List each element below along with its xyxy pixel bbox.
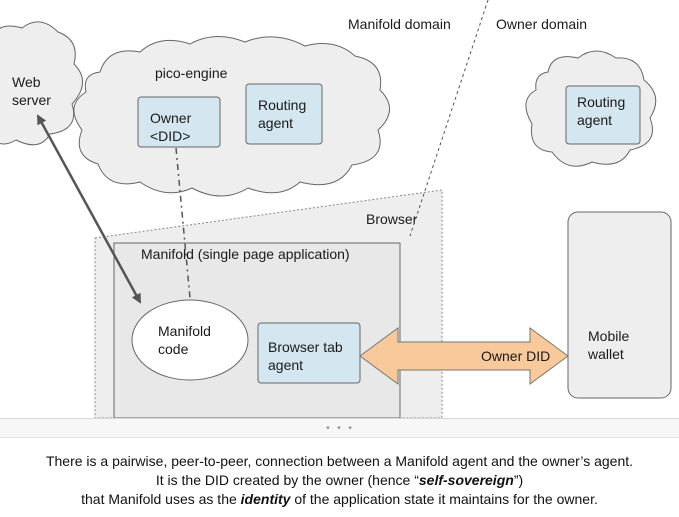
caption-emph-self-sovereign: self-sovereign xyxy=(418,472,514,488)
pico-engine-label: pico-engine xyxy=(155,65,228,81)
owner-did-agent-line1: Owner xyxy=(150,110,192,126)
owner-did-agent-line2: <DID> xyxy=(150,128,190,144)
routing-agent-pico[interactable] xyxy=(245,83,323,145)
owner-domain-label: Owner domain xyxy=(496,16,587,32)
caption-emph-identity: identity xyxy=(240,491,291,507)
pico-engine-cloud xyxy=(73,36,390,197)
mobile-wallet-line1: Mobile xyxy=(588,328,629,344)
routing-agent-owner[interactable] xyxy=(565,85,641,145)
owner-did-connection-label: Owner DID xyxy=(481,348,550,364)
mobile-wallet-line2: wallet xyxy=(587,346,624,362)
routing-agent-pico-line1: Routing xyxy=(258,97,306,113)
caption-line2-suffix: ”) xyxy=(513,472,524,488)
web-server-cloud xyxy=(0,21,83,146)
browser-tab-agent[interactable] xyxy=(257,322,361,384)
mobile-wallet[interactable] xyxy=(567,211,672,399)
routing-agent-owner-line2: agent xyxy=(577,112,612,128)
web-server-label-line1: Web xyxy=(12,74,41,90)
browser-label: Browser xyxy=(366,211,418,227)
caption: There is a pairwise, peer-to-peer, conne… xyxy=(0,452,679,509)
panel-divider[interactable]: • • • xyxy=(0,418,679,438)
routing-agent-pico-line2: agent xyxy=(258,115,293,131)
browser-tab-agent-line2: agent xyxy=(268,357,303,373)
web-server-label-line2: server xyxy=(12,92,51,108)
architecture-diagram: Browser Manifold domain Owner domain Web… xyxy=(0,0,672,419)
manifold-code-line2: code xyxy=(158,341,189,357)
web-server-code-arrow xyxy=(36,114,142,304)
manifold-code[interactable] xyxy=(131,299,249,381)
owner-to-code-connector xyxy=(175,147,191,299)
manifold-domain-label: Manifold domain xyxy=(348,16,451,32)
caption-line3-prefix: that Manifold uses as the xyxy=(81,491,241,507)
spa-label: Manifold (single page application) xyxy=(141,246,350,262)
caption-line1: There is a pairwise, peer-to-peer, conne… xyxy=(45,453,634,469)
owner-did-connection-arrow xyxy=(359,327,569,385)
resize-grip-icon[interactable]: • • • xyxy=(324,423,355,434)
routing-agent-owner-line1: Routing xyxy=(577,94,625,110)
caption-line2: It is the DID created by the owner (henc… xyxy=(0,471,679,490)
domain-divider-line xyxy=(409,0,489,237)
caption-line3: that Manifold uses as the identity of th… xyxy=(0,490,679,509)
caption-line2-prefix: It is the DID created by the owner (henc… xyxy=(155,472,419,488)
manifold-code-line1: Manifold xyxy=(158,323,211,339)
browser-tab-agent-line1: Browser tab xyxy=(268,339,343,355)
caption-line3-suffix: of the application state it maintains fo… xyxy=(290,491,598,507)
